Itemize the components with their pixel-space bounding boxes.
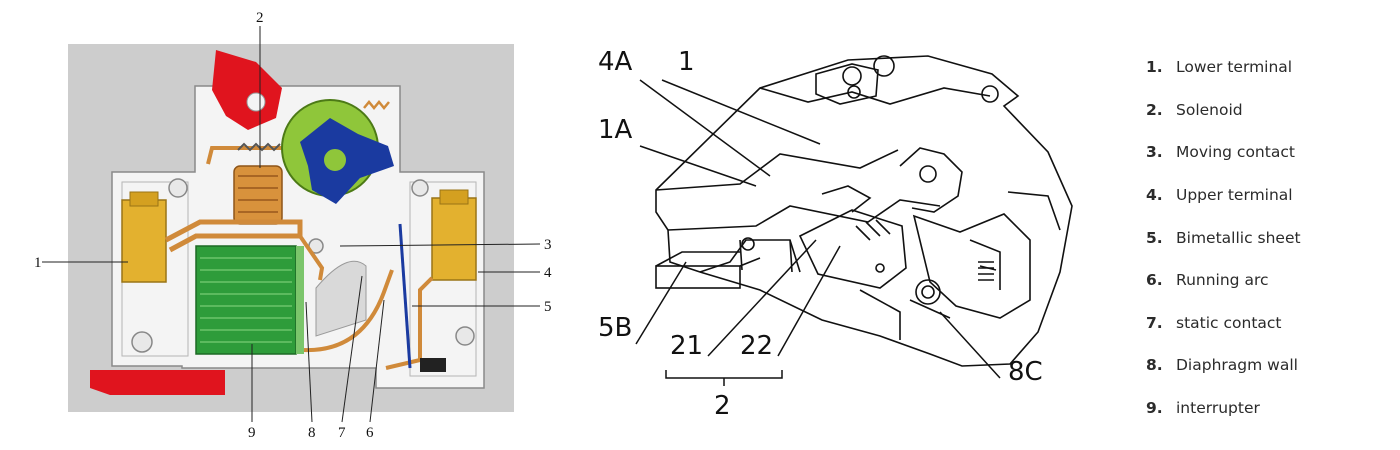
legend-item: 8.Diaphragm wall [1146,356,1298,375]
callout-3: 3 [544,237,552,253]
legend-item: 3.Moving contact [1146,143,1295,162]
callout-21: 21 [670,331,703,361]
callout-4: 4 [544,265,552,281]
parts-legend: 1.Lower terminal 2.Solenoid 3.Moving con… [1146,46,1386,429]
callout-8: 8 [308,425,316,441]
legend-item: 2.Solenoid [1146,100,1243,119]
callout-22: 22 [740,331,773,361]
legend-item: 5.Bimetallic sheet [1146,228,1301,247]
callout-1-top: 1 [678,47,695,77]
callout-5: 5 [544,299,552,315]
line-drawing [655,55,1073,367]
legend-item: 6.Running arc [1146,271,1269,290]
callout-1a: 1A [598,115,633,145]
callout-7: 7 [338,425,346,441]
callout-6: 6 [366,425,374,441]
legend-item: 4.Upper terminal [1146,186,1293,205]
callout-2: 2 [256,10,264,26]
right-leader-lines [635,79,1001,386]
cutaway-illustration [68,44,514,412]
callout-1: 1 [34,255,42,271]
legend-item: 9.interrupter [1146,399,1260,418]
legend-item: 7.static contact [1146,313,1282,332]
callout-2-bottom: 2 [714,391,731,421]
callout-4a: 4A [598,47,633,77]
left-callouts: 1 2 3 4 5 6 7 8 9 [34,10,552,441]
legend-item: 1.Lower terminal [1146,58,1293,77]
left-leader-lines [42,26,541,423]
callout-9: 9 [248,425,256,441]
callout-5b: 5B [598,313,632,343]
callout-8c: 8C [1008,357,1043,387]
right-callouts: 4A 1 1A 5B 21 22 8C 2 [598,47,1043,421]
